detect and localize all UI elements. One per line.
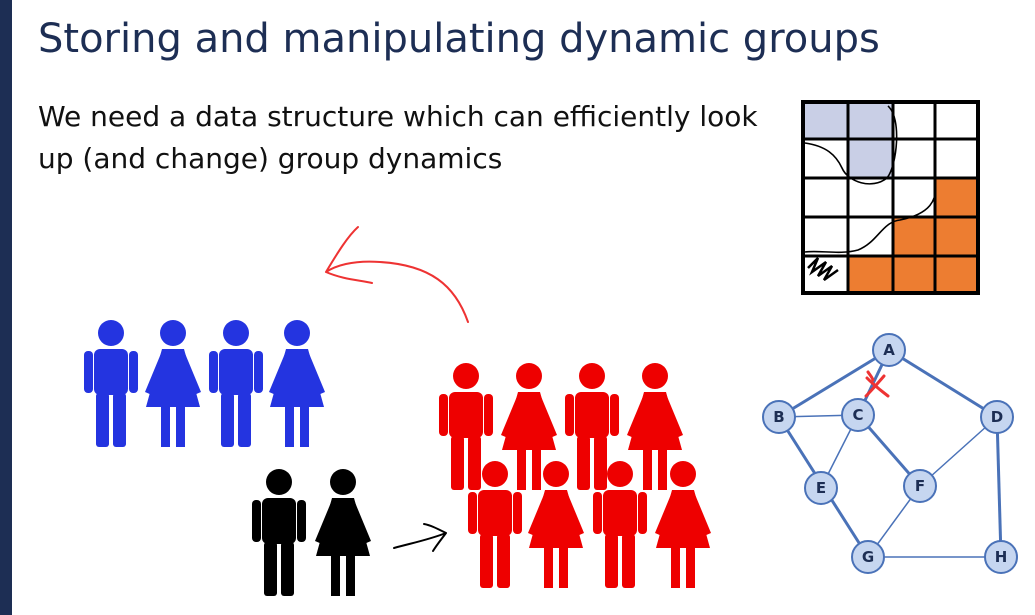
graph-node-h: H bbox=[984, 540, 1018, 574]
body-line-2: up (and change) group dynamics bbox=[38, 142, 503, 175]
graph-node-b: B bbox=[762, 400, 796, 434]
svg-text:A: A bbox=[883, 341, 895, 359]
graph-node-g: G bbox=[851, 540, 885, 574]
graph-node-f: F bbox=[903, 469, 937, 503]
slide-title: Storing and manipulating dynamic groups bbox=[38, 16, 880, 62]
svg-text:B: B bbox=[773, 408, 784, 426]
blue-group-people bbox=[84, 320, 325, 447]
graph-node-a: A bbox=[872, 333, 906, 367]
svg-text:E: E bbox=[816, 479, 826, 497]
svg-text:F: F bbox=[915, 477, 925, 495]
svg-text:H: H bbox=[995, 548, 1008, 566]
svg-text:G: G bbox=[862, 548, 874, 566]
graph-node-d: D bbox=[980, 400, 1014, 434]
graph-nodes: A B C D E F G H bbox=[762, 333, 1018, 574]
graph-edge-cut-mark bbox=[864, 370, 890, 398]
red-curved-arrow bbox=[325, 226, 469, 323]
body-line-1: We need a data structure which can effic… bbox=[38, 100, 758, 133]
slide-body: We need a data structure which can effic… bbox=[38, 96, 758, 180]
black-small-arrow bbox=[393, 523, 447, 552]
slide-accent-bar bbox=[0, 0, 12, 615]
red-group-people bbox=[439, 363, 711, 588]
graph-node-e: E bbox=[804, 471, 838, 505]
svg-text:D: D bbox=[991, 408, 1003, 426]
graph-node-c: C bbox=[841, 398, 875, 432]
graph-edges bbox=[777, 348, 1003, 558]
adjacency-grid bbox=[801, 100, 980, 295]
svg-text:C: C bbox=[852, 406, 863, 424]
black-pair-people bbox=[252, 469, 371, 596]
